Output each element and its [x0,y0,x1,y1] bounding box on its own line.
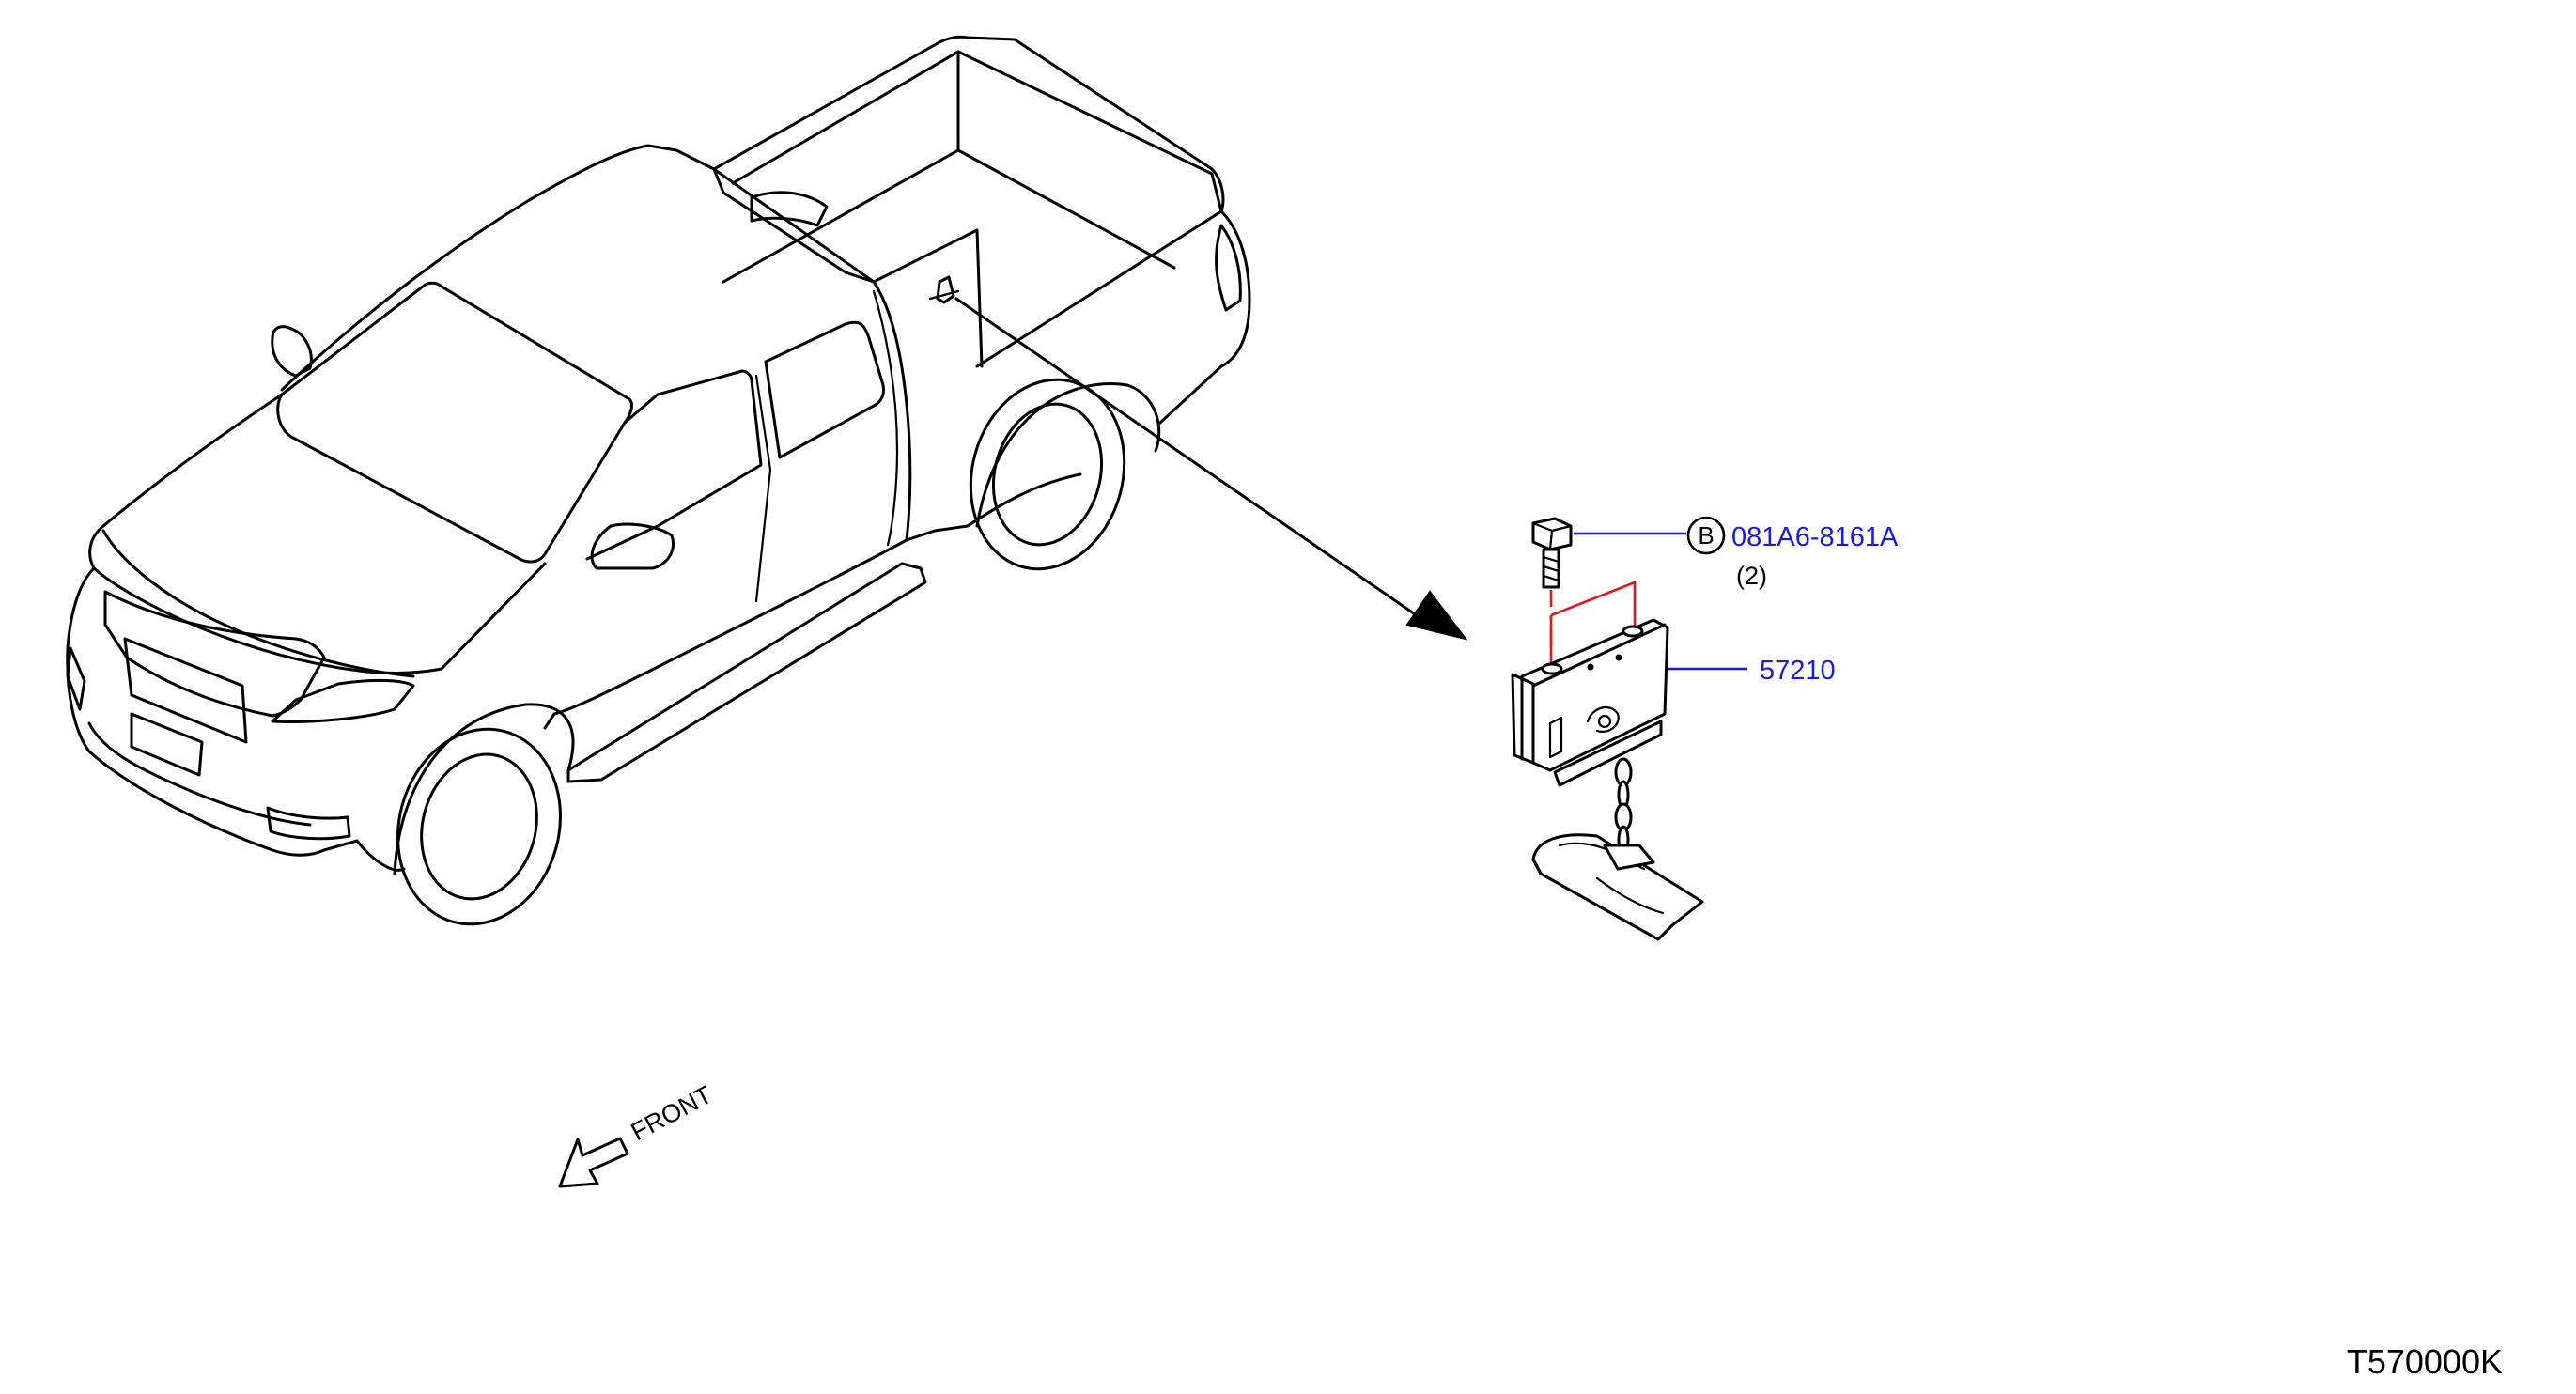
location-pointer-arrow [954,297,1468,641]
hoist-part-number[interactable]: 57210 [1760,656,1836,686]
fastener-guide-lines [1549,581,1637,669]
hoist-callout: 57210 [1668,656,1836,686]
bolt-quantity: (2) [1736,562,1767,590]
callout-symbol: B [1698,521,1714,550]
front-label: FRONT [627,1080,717,1146]
pickup-truck-illustration [66,35,1251,926]
spare-tire-hoist-illustration [1511,517,1704,941]
callout-symbol-circle [1686,516,1726,555]
bolt-callout: B 081A6-8161A (2) [1574,516,1899,590]
bolt-icon [1531,517,1573,589]
bolt-part-number[interactable]: 081A6-8161A [1731,522,1899,552]
diagram-code: T570000K [2347,1342,2503,1381]
front-arrow-icon [558,1137,629,1188]
lift-plate [1531,833,1704,941]
front-direction-indicator: FRONT [558,1080,717,1188]
